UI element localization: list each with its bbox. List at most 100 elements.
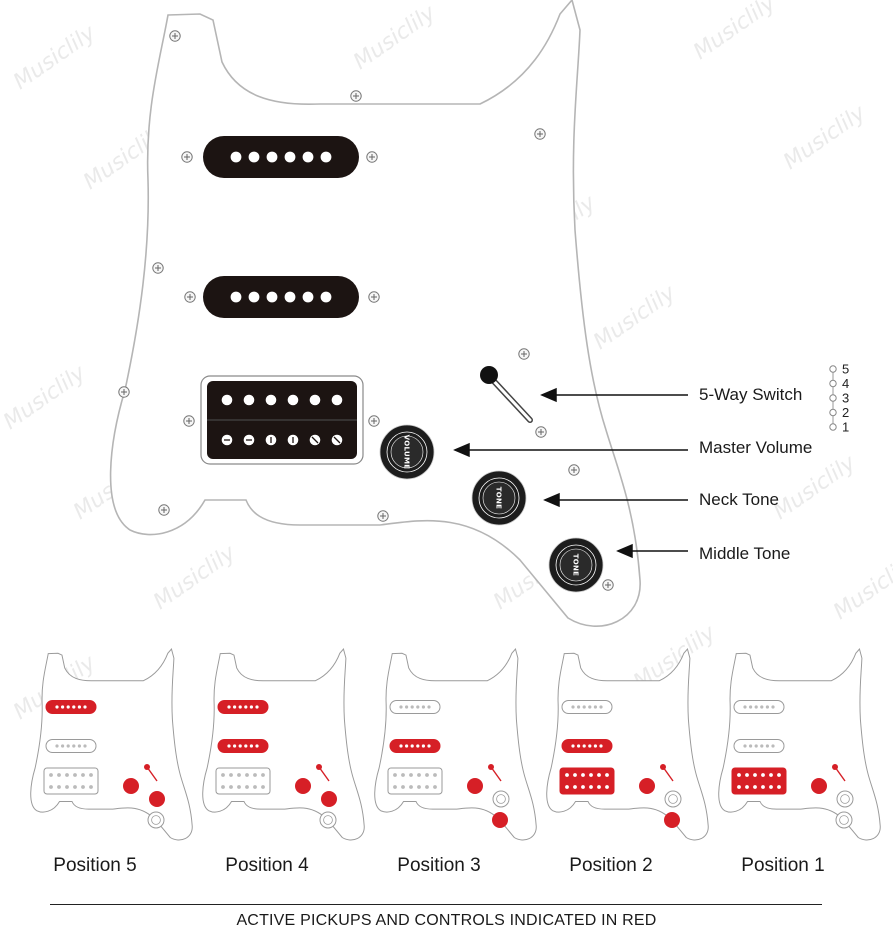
mini-pole <box>421 744 425 748</box>
middle-tone-knob-label: TONE <box>572 554 580 577</box>
callout-5-way-switch: 5-Way Switch <box>699 385 803 404</box>
mini-humbucker <box>559 767 615 795</box>
mini-pole <box>238 744 242 748</box>
mini-pole <box>571 744 575 748</box>
mini-knob-inner <box>496 794 506 804</box>
position-diagram-3 <box>374 648 537 841</box>
switch-indicator-number: 3 <box>842 391 849 406</box>
mini-pole <box>427 705 431 709</box>
mini-pole <box>771 705 775 709</box>
mini-pole <box>405 744 409 748</box>
mini-pole <box>599 705 603 709</box>
mini-pole <box>77 705 81 709</box>
position-diagram-5 <box>30 648 193 841</box>
position-diagram-2 <box>546 648 709 841</box>
mini-pole <box>743 744 747 748</box>
position-label-2: Position 2 <box>569 855 653 876</box>
mini-pole <box>61 705 65 709</box>
mini-pole <box>66 705 70 709</box>
mini-pole <box>760 744 764 748</box>
mini-pole <box>83 744 87 748</box>
switch-indicator-number: 4 <box>842 376 849 391</box>
mini-pickup <box>45 700 97 714</box>
position-diagram-1 <box>718 648 881 841</box>
mini-pole <box>244 744 248 748</box>
switch-indicator-dot <box>829 423 837 431</box>
mini-knob-inner <box>151 815 161 825</box>
mini-pole <box>244 705 248 709</box>
mini-knob <box>492 812 508 828</box>
switch-indicator-number: 2 <box>842 405 849 420</box>
mini-pole <box>593 705 598 709</box>
watermark-text: Musiclily <box>829 550 893 625</box>
mini-pole <box>743 705 747 709</box>
mini-knob-inner <box>839 815 849 825</box>
mini-pole <box>765 705 770 709</box>
callout-middle-tone: Middle Tone <box>699 544 791 563</box>
mini-pickup <box>561 700 613 714</box>
watermark-text: Musiclily <box>589 280 681 355</box>
mini-pole <box>410 705 414 709</box>
mini-pole <box>77 744 81 748</box>
mini-pole <box>427 744 431 748</box>
mini-pole <box>255 744 259 748</box>
mini-pole <box>760 705 764 709</box>
middle-pickup <box>203 276 359 318</box>
watermark-text: Musiclily <box>9 20 101 95</box>
neck-tone-knob-label: TONE <box>495 487 503 510</box>
mini-pole <box>55 744 59 748</box>
mini-pole <box>416 744 420 748</box>
mini-pole <box>771 744 775 748</box>
mini-humbucker <box>43 767 99 795</box>
mini-pickup <box>733 700 785 714</box>
main-pickguard: VOLUME TONE TONE <box>109 0 641 628</box>
volume-knob: VOLUME <box>379 424 435 480</box>
volume-knob-label: VOLUME <box>403 435 411 470</box>
mini-pole <box>83 705 87 709</box>
mini-pole <box>238 705 242 709</box>
mini-pole <box>593 744 598 748</box>
mini-pickup <box>389 739 441 753</box>
mini-pickup <box>389 700 441 714</box>
mini-knob-inner <box>323 815 333 825</box>
mini-pole <box>55 705 59 709</box>
watermark-text: Musiclily <box>779 100 871 175</box>
watermark-text: Musiclily <box>349 0 441 75</box>
mini-pickup <box>217 739 269 753</box>
mini-switch-tip <box>144 764 150 770</box>
mini-pole <box>588 744 592 748</box>
mini-pole <box>249 705 253 709</box>
mini-pole <box>399 705 403 709</box>
mini-pole <box>405 705 409 709</box>
mini-switch-tip <box>316 764 322 770</box>
position-label-1: Position 1 <box>741 855 825 876</box>
mini-switch-tip <box>488 764 494 770</box>
watermark-text: Musiclily <box>149 540 241 615</box>
mini-humbucker <box>215 767 271 795</box>
mini-pole <box>233 744 237 748</box>
mini-pole <box>227 744 231 748</box>
mini-pole <box>227 705 231 709</box>
mini-knob <box>467 778 483 794</box>
mini-knob-inner <box>668 794 678 804</box>
mini-pole <box>749 744 753 748</box>
mini-switch-tip <box>660 764 666 770</box>
mini-pole <box>72 705 76 709</box>
mini-switch-tip <box>832 764 838 770</box>
callout-neck-tone: Neck Tone <box>699 490 780 509</box>
mini-pole <box>61 744 65 748</box>
switch-indicator-dot <box>829 379 837 388</box>
mini-pole <box>577 744 581 748</box>
mini-knob <box>639 778 655 794</box>
mini-humbucker <box>731 767 787 795</box>
position-diagrams <box>30 648 881 841</box>
mini-pole <box>599 744 603 748</box>
mini-knob-inner <box>840 794 850 804</box>
mini-pole <box>421 705 425 709</box>
position-label-3: Position 3 <box>397 855 481 876</box>
mini-knob <box>321 791 337 807</box>
mini-pole <box>233 705 237 709</box>
watermark-text: Musiclily <box>769 450 861 525</box>
switch-indicator-dot <box>829 365 837 373</box>
